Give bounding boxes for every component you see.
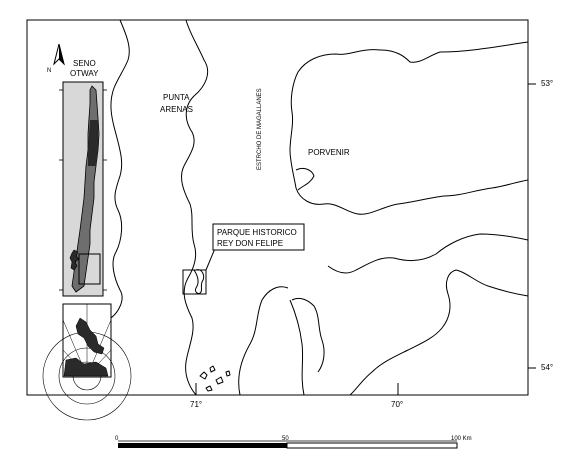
parque-shore-detail <box>193 269 201 295</box>
chile-south-islands <box>69 249 80 271</box>
scale-label-end: 100 Km <box>451 436 472 442</box>
scale-bar-right-half <box>286 442 458 449</box>
lat-top-label: 53° <box>541 79 553 88</box>
scale-label-start: 0 <box>115 436 119 442</box>
coastline-porvenir-bay <box>295 167 315 191</box>
parque-label-box <box>212 223 305 251</box>
chile-inset-highlight <box>78 253 101 285</box>
parque-label-line2: REY DON FELIPE <box>217 239 283 248</box>
coastline-south-east <box>349 269 529 396</box>
porvenir-label: PORVENIR <box>308 148 350 157</box>
parque-label-line1: PARQUE HISTORICO <box>217 228 297 237</box>
estrecho-label: ESTRCHO DE MAGALLANES <box>257 88 263 170</box>
chile-region-shading <box>88 120 98 166</box>
coastline-west-shore <box>195 269 205 295</box>
lon-right-label: 70° <box>391 400 403 409</box>
polar-landmass <box>75 317 105 355</box>
coastline-west <box>103 19 130 323</box>
coastline-west-inner <box>181 19 209 396</box>
chile-inset <box>59 81 107 297</box>
polar-inset <box>42 303 132 421</box>
north-arrow-icon <box>53 43 65 66</box>
coastline-south-west <box>238 286 289 396</box>
coastline-dawson <box>291 297 325 373</box>
north-arrow-label: N <box>47 68 51 74</box>
punta-arenas-label-1: PUNTA <box>163 93 190 102</box>
seno-otway-label-2: OTWAY <box>70 69 99 78</box>
seno-otway-label-1: SENO <box>73 59 96 68</box>
coastline-tierra-del-fuego <box>289 41 529 215</box>
scale-bar-left-half <box>118 443 287 448</box>
coastline-south-middle <box>289 299 305 396</box>
islands-south <box>199 365 231 392</box>
punta-arenas-label-2: ARENAS <box>160 105 193 114</box>
scale-label-mid: 50 <box>282 436 289 442</box>
coastline-inutil-bay <box>327 233 529 274</box>
lon-left-label: 71° <box>190 400 202 409</box>
lat-bottom-label: 54° <box>541 363 553 372</box>
scale-bar: 0 50 100 Km <box>115 436 472 449</box>
